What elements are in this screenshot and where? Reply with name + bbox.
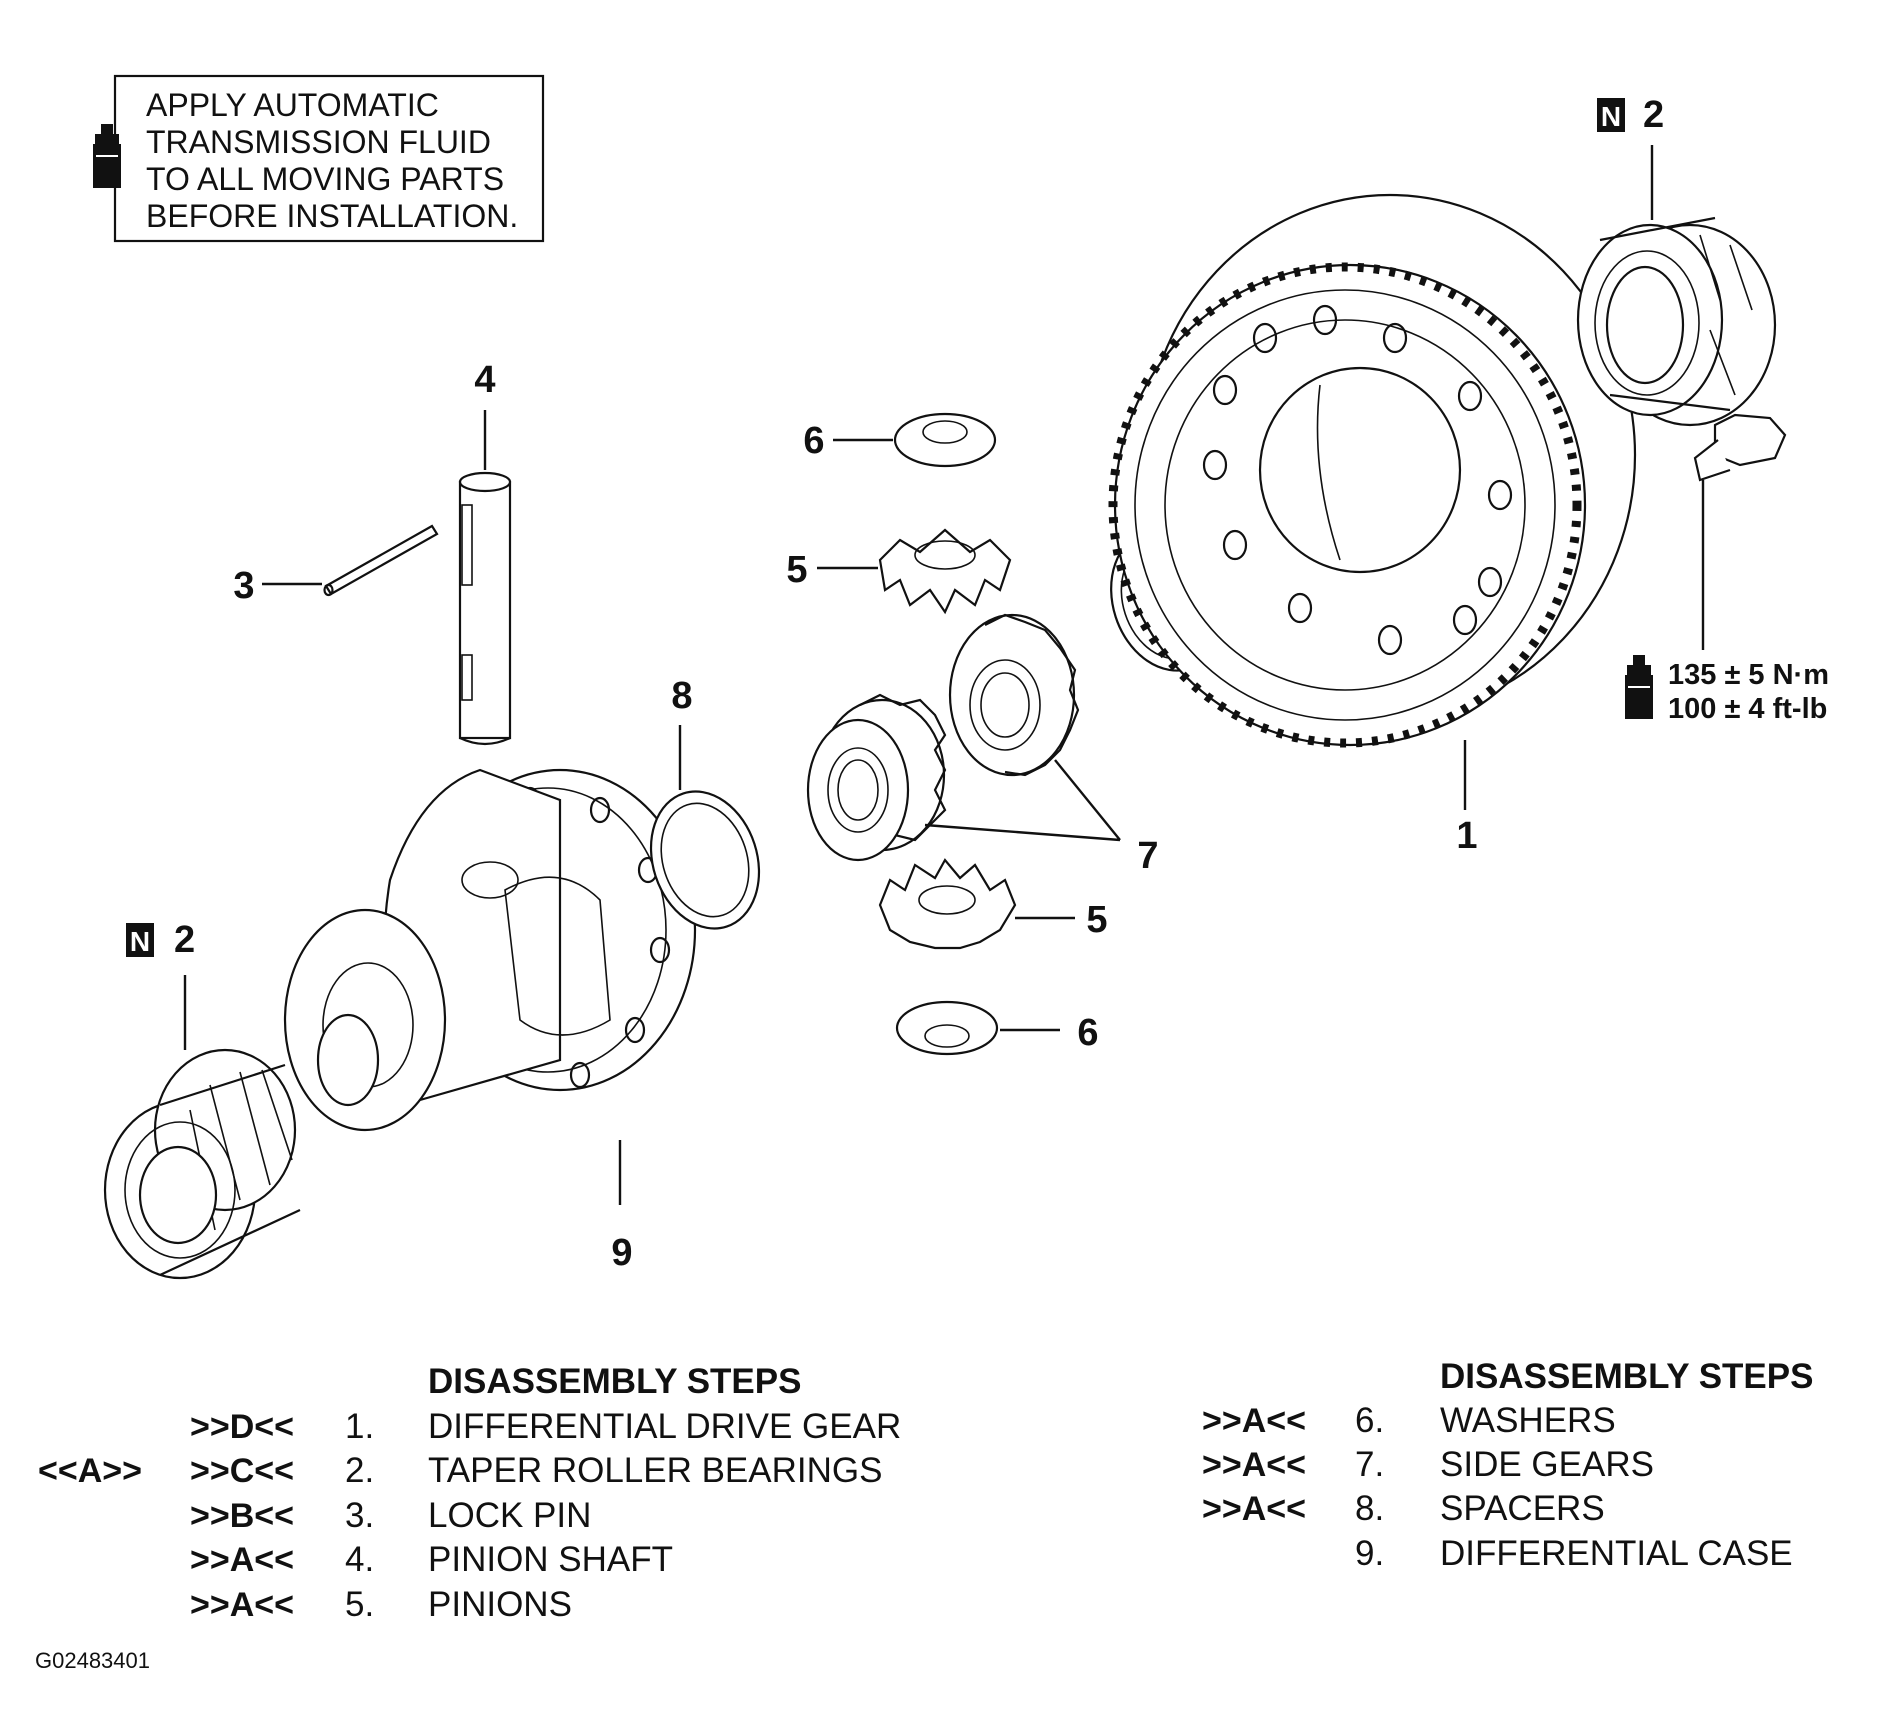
step-row-5: >>A<< 5. PINIONS — [190, 1585, 572, 1624]
new-part-marker-left: N — [126, 923, 154, 957]
taper-roller-bearing-left-drawing — [103, 975, 301, 1280]
differential-case-drawing — [283, 768, 697, 1205]
step-4-code: >>A<< — [190, 1541, 294, 1579]
step-1-number: 1. — [345, 1407, 374, 1446]
torque-imperial: 100 ± 4 ft-lb — [1668, 693, 1827, 725]
step-7-label: SIDE GEARS — [1440, 1445, 1654, 1484]
step-row-4: >>A<< 4. PINION SHAFT — [190, 1540, 673, 1579]
fluid-bottle-icon — [92, 123, 122, 189]
step-8-code: >>A<< — [1202, 1490, 1306, 1528]
step-2-prefix: <<A>> — [38, 1452, 142, 1490]
callout-2-left: 2 — [174, 919, 195, 961]
step-3-code: >>B<< — [190, 1497, 294, 1535]
callout-2-right: 2 — [1643, 94, 1664, 136]
step-8-number: 8. — [1355, 1489, 1384, 1528]
step-5-number: 5. — [345, 1585, 374, 1624]
step-4-number: 4. — [345, 1540, 374, 1579]
step-row-1: >>D<< 1. DIFFERENTIAL DRIVE GEAR — [190, 1407, 901, 1446]
step-4-label: PINION SHAFT — [428, 1540, 673, 1579]
note-line-1: APPLY AUTOMATIC — [146, 87, 439, 123]
step-2-label: TAPER ROLLER BEARINGS — [428, 1451, 882, 1490]
washer-upper-drawing — [833, 412, 997, 468]
figure-id: G02483401 — [35, 1648, 150, 1673]
torque-metric: 135 ± 5 N·m — [1668, 659, 1829, 691]
new-part-marker-right: N — [1597, 98, 1625, 132]
callout-4: 4 — [474, 359, 495, 401]
side-gear-right-drawing — [948, 613, 1121, 841]
side-gear-left-drawing — [806, 693, 1121, 862]
note-line-3: TO ALL MOVING PARTS — [146, 161, 504, 197]
callout-6-lower: 6 — [1077, 1012, 1098, 1054]
pinion-lower-drawing — [878, 858, 1075, 950]
callout-9: 9 — [611, 1232, 632, 1274]
step-row-2: <<A>> >>C<< 2. TAPER ROLLER BEARINGS — [38, 1451, 882, 1490]
callout-8-left: 8 — [671, 675, 692, 717]
step-6-number: 6. — [1355, 1401, 1384, 1440]
step-2-code: >>C<< — [190, 1452, 294, 1490]
step-row-7: >>A<< 7. SIDE GEARS — [1202, 1445, 1654, 1484]
pinion-upper-drawing — [817, 528, 1012, 615]
step-3-number: 3. — [345, 1496, 374, 1535]
step-9-number: 9. — [1355, 1534, 1384, 1573]
step-1-code: >>D<< — [190, 1408, 294, 1446]
step-9-label: DIFFERENTIAL CASE — [1440, 1534, 1793, 1573]
step-7-number: 7. — [1355, 1445, 1384, 1484]
taper-roller-bearing-right-drawing — [1576, 145, 1777, 427]
step-3-label: LOCK PIN — [428, 1496, 591, 1535]
atf-note-box: APPLY AUTOMATIC TRANSMISSION FLUID TO AL… — [92, 74, 545, 243]
callout-7: 7 — [1137, 835, 1158, 877]
step-1-label: DIFFERENTIAL DRIVE GEAR — [428, 1407, 901, 1446]
step-8-label: SPACERS — [1440, 1489, 1605, 1528]
steps-right-header: DISASSEMBLY STEPS — [1440, 1357, 1813, 1396]
note-line-4: BEFORE INSTALLATION. — [146, 198, 518, 234]
step-row-3: >>B<< 3. LOCK PIN — [190, 1496, 591, 1535]
lock-pin-drawing — [262, 524, 439, 597]
callout-3: 3 — [233, 565, 254, 607]
disassembly-steps-right: DISASSEMBLY STEPS >>A<< 6. WASHERS >>A<<… — [1202, 1357, 1813, 1573]
callout-5-upper: 5 — [786, 549, 807, 591]
step-6-label: WASHERS — [1440, 1401, 1616, 1440]
torque-fluid-icon — [1624, 654, 1654, 720]
callout-1: 1 — [1456, 815, 1477, 857]
step-5-code: >>A<< — [190, 1586, 294, 1624]
step-row-6: >>A<< 6. WASHERS — [1202, 1401, 1616, 1440]
callout-5-lower: 5 — [1086, 899, 1107, 941]
spacer-left-drawing — [649, 725, 761, 930]
pinion-shaft-drawing — [458, 410, 512, 746]
step-2-number: 2. — [345, 1451, 374, 1490]
step-5-label: PINIONS — [428, 1585, 572, 1624]
step-row-8: >>A<< 8. SPACERS — [1202, 1489, 1605, 1528]
step-6-code: >>A<< — [1202, 1402, 1306, 1440]
step-7-code: >>A<< — [1202, 1446, 1306, 1484]
differential-drive-gear-drawing — [1108, 193, 1637, 810]
steps-left-header: DISASSEMBLY STEPS — [428, 1362, 801, 1401]
callout-6-upper: 6 — [803, 420, 824, 462]
new-part-badge-left: N — [130, 926, 150, 957]
new-part-badge-right: N — [1601, 101, 1621, 132]
disassembly-steps-left: DISASSEMBLY STEPS >>D<< 1. DIFFERENTIAL … — [38, 1362, 901, 1624]
drive-gear-bolt-drawing — [1693, 413, 1787, 650]
note-line-2: TRANSMISSION FLUID — [146, 124, 491, 160]
step-row-9: 9. DIFFERENTIAL CASE — [1355, 1534, 1793, 1573]
washer-lower-drawing — [895, 1000, 1060, 1056]
